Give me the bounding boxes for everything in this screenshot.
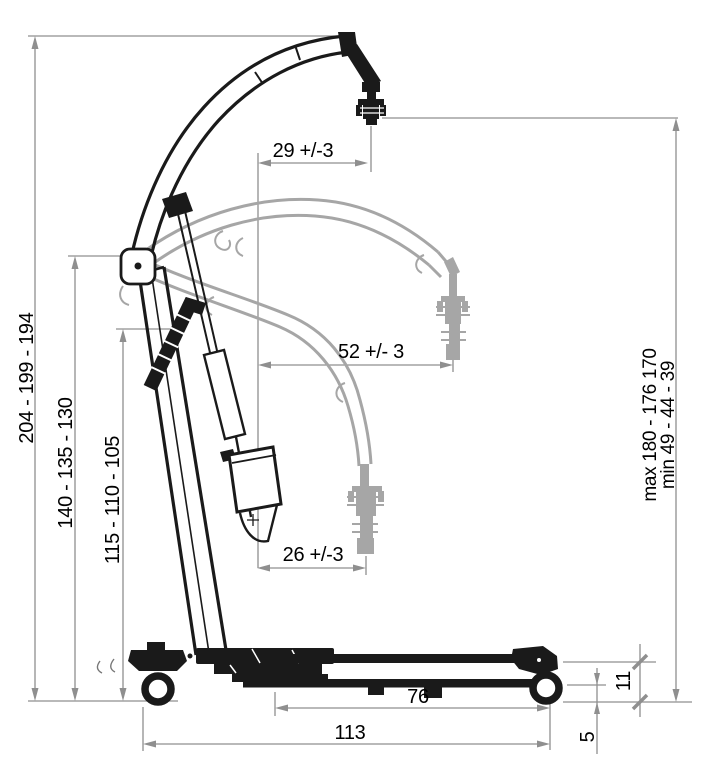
label-hook-min: min 49 - 44 - 39 — [658, 361, 679, 489]
label-chassis-height: 11 — [613, 671, 635, 691]
height-dimensions — [28, 35, 337, 702]
ghost-arm-mid-outer — [145, 197, 439, 254]
base-dimensions — [142, 644, 656, 754]
ghost-arm-low-position — [119, 256, 384, 554]
actuator-clevis — [162, 192, 193, 218]
label-inner-length: 76 — [407, 686, 429, 708]
leg-tab-2 — [424, 687, 442, 698]
rear-caster — [96, 642, 193, 706]
ghost-link-mid — [444, 257, 460, 277]
oblique-ticks-chassis — [631, 653, 649, 711]
label-pivot-height: 140 - 135 - 130 — [55, 397, 77, 528]
actuator-rod — [177, 210, 219, 358]
handle-mount — [183, 297, 206, 315]
ghost-arm-low-inner — [137, 270, 361, 467]
pivot-bolt — [134, 262, 142, 270]
label-overall-height: 204 - 199 - 194 — [16, 312, 38, 443]
ghost-sling-hooks-mid — [214, 230, 425, 274]
lifter-drawing — [96, 32, 563, 706]
hook-range-dimension — [382, 117, 692, 703]
front-caster — [511, 646, 563, 705]
front-caster-fork — [511, 646, 558, 675]
rear-caster-wheel — [141, 672, 175, 706]
actuator-cylinder — [202, 348, 247, 441]
hook-detail-lines — [360, 107, 384, 114]
ghost-arm-mid-position — [145, 197, 470, 360]
handle-grip-hatch — [150, 313, 192, 375]
actuator — [162, 192, 253, 518]
label-reach-mid: 52 +/- 3 — [338, 341, 404, 363]
label-reach-low: 26 +/-3 — [283, 544, 344, 566]
rear-brake-detail — [96, 658, 116, 674]
mast-mid-line — [150, 270, 210, 654]
leg-tab-1 — [368, 687, 384, 695]
leg-top-bar — [283, 654, 545, 663]
arrowheads-clearance — [594, 673, 600, 714]
box-cross-mark — [247, 514, 259, 526]
box-lower-flap — [238, 504, 279, 543]
arrowheads-reach-low — [257, 564, 366, 572]
front-caster-detail — [537, 658, 541, 662]
ghost-arm-mid-inner — [150, 213, 430, 267]
label-ground-clearance: 5 — [577, 731, 599, 742]
box-body — [227, 445, 283, 514]
arrowheads-reach-top — [258, 159, 368, 167]
label-hook-max: max 180 - 176 170 — [640, 348, 661, 501]
push-handle — [143, 297, 206, 391]
hook-swivel-link — [344, 44, 381, 88]
rear-caster-stem — [147, 642, 165, 651]
rear-caster-bolt — [187, 653, 193, 659]
label-reach-top: 29 +/-3 — [273, 140, 334, 162]
mast-front-tube — [137, 273, 198, 656]
base — [196, 648, 545, 698]
label-handle-height: 115 - 110 - 105 — [102, 436, 124, 564]
spreader-hook — [344, 44, 386, 125]
rear-caster-fork — [128, 650, 187, 671]
ghost-arm-low-outer — [139, 256, 373, 465]
ghost-hook-mid — [436, 274, 470, 360]
ghost-pivot-detail — [119, 285, 130, 306]
label-total-length: 113 — [335, 722, 366, 744]
leg-bottom-bar — [243, 679, 540, 688]
control-box — [220, 445, 283, 543]
pivot — [119, 247, 157, 286]
boom-inner-tube — [145, 50, 349, 278]
boom-joint-marks — [254, 44, 301, 85]
ghost-hook-low — [347, 464, 384, 554]
front-caster-wheel — [529, 671, 563, 705]
